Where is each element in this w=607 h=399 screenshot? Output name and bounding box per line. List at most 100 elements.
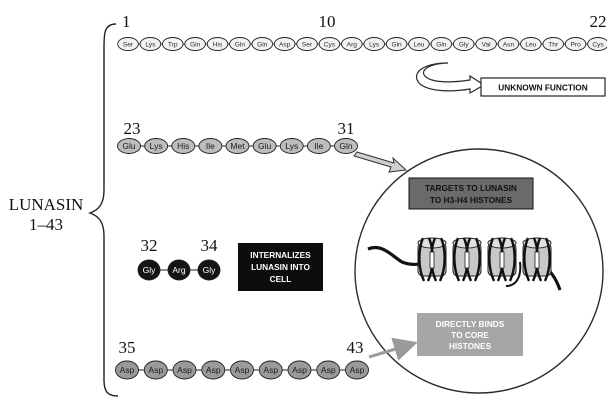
residue-label: Trp — [168, 41, 178, 48]
binds-label-line3: HISTONES — [449, 341, 492, 351]
residue-bead — [430, 37, 453, 51]
residue-bead — [475, 37, 497, 51]
residue-bead — [520, 37, 542, 51]
residue-bead — [117, 37, 139, 51]
residue-bead — [117, 138, 141, 154]
residue-label: Gly — [143, 265, 157, 275]
residue-bead — [139, 37, 162, 51]
residue-bead — [279, 138, 304, 154]
residue-label: Asp — [350, 365, 365, 375]
seg1-end-label: 22 — [590, 12, 607, 31]
residue-bead — [452, 37, 475, 51]
residue-label: Leu — [413, 41, 424, 48]
residue-label: Arg — [347, 41, 358, 48]
binds-label-line1: DIRECTLY BINDS — [436, 319, 505, 329]
residue-bead — [587, 37, 607, 51]
residue-label: His — [177, 141, 189, 151]
residue-label: Asp — [292, 365, 307, 375]
targets-label-line2: TO H3-H4 HISTONES — [430, 195, 513, 205]
histone-band — [464, 251, 470, 269]
residue-label: Gly — [203, 265, 217, 275]
seg2-start-label: 23 — [124, 119, 141, 138]
residue-bead — [273, 37, 296, 51]
residue-label: Gln — [339, 141, 353, 151]
residue-label: Gln — [436, 41, 447, 48]
residue-label: Gln — [257, 41, 268, 48]
residue-bead — [137, 259, 161, 281]
residue-bead — [316, 360, 341, 380]
seg3-end-label: 34 — [201, 236, 219, 255]
residue-bead — [172, 360, 197, 380]
internalizes-label-line2: LUNASIN INTO — [251, 262, 310, 272]
residue-bead — [184, 37, 206, 51]
residue-bead — [225, 138, 250, 154]
residue-bead — [385, 37, 408, 51]
residue-label: Asp — [120, 365, 135, 375]
histone-band — [499, 251, 505, 269]
residue-label: Pro — [570, 41, 581, 48]
residue-label: Asp — [279, 41, 291, 48]
unknown-function-box — [480, 77, 606, 97]
residue-label: Glu — [258, 141, 272, 151]
residue-bead — [229, 37, 251, 51]
brace — [88, 23, 119, 397]
residue-bead — [296, 37, 318, 51]
residue-label: Cys — [324, 41, 336, 48]
residue-label: Gly — [459, 41, 470, 48]
residue-bead — [564, 37, 587, 51]
targets-box — [408, 177, 534, 210]
residue-label: Asp — [235, 365, 250, 375]
residue-label: Arg — [172, 265, 186, 275]
residue-bead — [115, 360, 139, 380]
lunasin-range-label: 1–43 — [29, 215, 63, 234]
unknown-function-label: UNKNOWN FUNCTION — [498, 83, 587, 93]
residue-label: Leu — [525, 41, 536, 48]
seg4-start-label: 35 — [119, 338, 136, 357]
residue-bead — [408, 37, 430, 51]
residue-bead — [143, 360, 168, 380]
residue-label: Lys — [150, 141, 163, 151]
residue-label: Val — [482, 41, 492, 48]
residue-bead — [206, 37, 229, 51]
residue-label: Thr — [548, 41, 559, 48]
residue-label: Asp — [177, 365, 192, 375]
residue-label: Glu — [122, 141, 136, 151]
residue-chain-32-34: Gly Arg Gly — [137, 259, 221, 281]
residue-label: Ile — [314, 141, 323, 151]
residue-bead — [258, 360, 283, 380]
residue-label: Gln — [190, 41, 201, 48]
residue-bead — [167, 259, 191, 281]
internalizes-box — [238, 243, 323, 291]
seg4-end-label: 43 — [347, 338, 364, 357]
residue-bead — [341, 37, 363, 51]
binds-arrow-icon — [368, 337, 418, 361]
residue-bead — [197, 259, 221, 281]
seg2-end-label: 31 — [338, 119, 355, 138]
residue-bead — [497, 37, 520, 51]
residue-bead — [201, 360, 226, 380]
residue-bead — [171, 138, 196, 154]
residue-bead — [198, 138, 223, 154]
residue-label: Gln — [235, 41, 246, 48]
histone-band — [534, 251, 540, 269]
directly-binds-box — [417, 313, 523, 356]
nucleosome-illustration — [367, 237, 562, 291]
residue-label: Asp — [263, 365, 278, 375]
residue-bead — [345, 360, 369, 380]
residue-label: Ser — [302, 41, 313, 48]
residue-label: Lys — [285, 141, 298, 151]
residue-bead — [306, 138, 331, 154]
seg1-mid-label: 10 — [319, 12, 336, 31]
residue-label: Lys — [369, 41, 380, 48]
curved-arrow-icon — [415, 62, 486, 95]
residue-label: Ile — [206, 141, 215, 151]
residue-label: Asn — [503, 41, 515, 48]
internalizes-label-line3: CELL — [270, 274, 292, 284]
residue-bead — [144, 138, 169, 154]
seg1-start-label: 1 — [122, 12, 131, 31]
residue-bead — [287, 360, 312, 380]
